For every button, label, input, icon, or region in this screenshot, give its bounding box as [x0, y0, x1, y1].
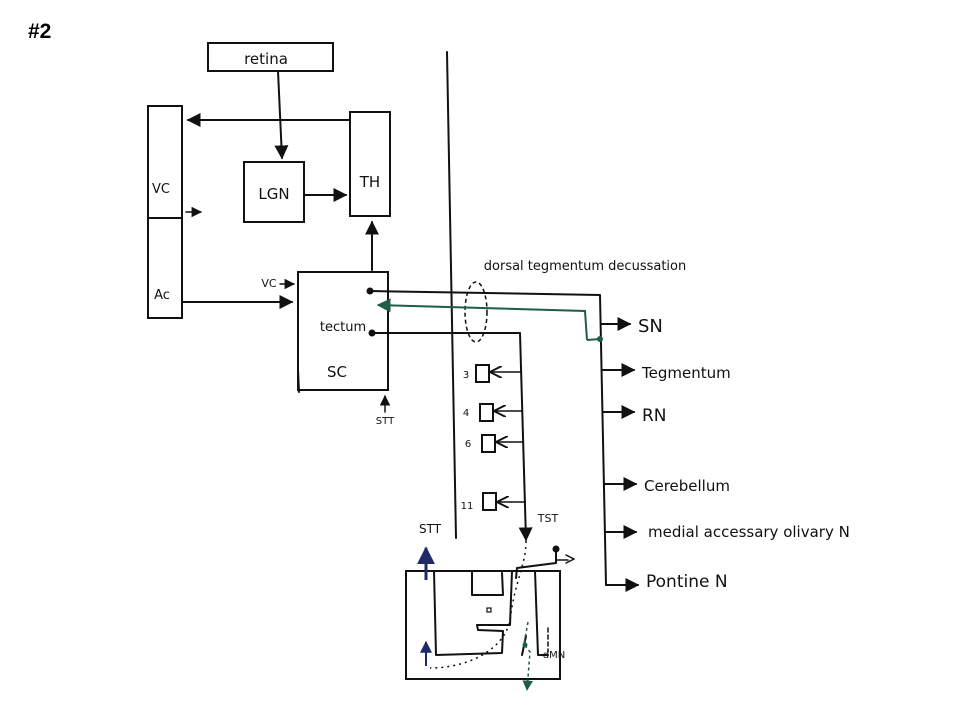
tst-label: TST [537, 512, 559, 525]
midline [446, 51, 457, 539]
decussation-label: dorsal tegmentum decussation [484, 259, 686, 274]
vc-box [147, 105, 183, 219]
target-cerebellum-label: Cerebellum [644, 477, 730, 495]
stt-input-label: STT [376, 416, 395, 427]
th-box [349, 111, 391, 217]
lgn-label: LGN [258, 185, 289, 203]
nucleus-4-label: 4 [463, 408, 469, 419]
tectospinal-line [371, 332, 533, 542]
target-olivary-label: medial accessary olivary N [648, 523, 850, 541]
spinal-input-fork-upper [565, 554, 575, 560]
spinal-input-fork-lower [565, 558, 575, 564]
retina-box [207, 42, 334, 72]
nucleus-4-box [479, 403, 494, 422]
lgn-box [243, 161, 305, 223]
decussation-ellipse [464, 281, 488, 343]
nucleus-6-label: 6 [465, 439, 471, 450]
green-pathway-dot [597, 336, 603, 342]
spinal-cord-section: STT dMN [405, 522, 575, 692]
dmn-label: dMN [543, 650, 565, 661]
retina-label: retina [244, 50, 288, 68]
target-pontine-label: Pontine N [646, 572, 728, 592]
vc-label: VC [152, 182, 170, 197]
ac-box [147, 217, 183, 319]
nucleus-6-box [481, 434, 496, 453]
sc-label: SC [327, 363, 347, 381]
vc-input-label: VC [261, 277, 277, 290]
spinal-input-line [515, 562, 557, 579]
dorsal-horn-notch [471, 570, 504, 596]
gray-matter-left [433, 570, 513, 656]
ac-label: Ac [154, 288, 170, 303]
central-canal [486, 607, 492, 613]
nucleus-3-label: 3 [463, 370, 469, 381]
dmn-neuron-dot [522, 642, 528, 648]
slide-number: #2 [28, 20, 52, 43]
tectum-label: tectum [320, 320, 366, 335]
green-return-pathway [376, 298, 588, 341]
stt-spinal-label: STT [419, 522, 442, 536]
target-sn-label: SN [638, 316, 663, 337]
retina-to-lgn-arrow [274, 70, 289, 160]
nucleus-3-box [475, 364, 490, 383]
sc-corner-mark [297, 369, 300, 393]
target-tegmentum-label: Tegmentum [641, 364, 731, 382]
gray-matter-right [534, 570, 549, 656]
nucleus-11-label: 11 [461, 501, 474, 512]
target-rn-label: RN [642, 406, 667, 426]
th-label: TH [359, 173, 380, 191]
tectum-to-targets-line [369, 290, 607, 586]
nucleus-11-box [482, 492, 497, 511]
